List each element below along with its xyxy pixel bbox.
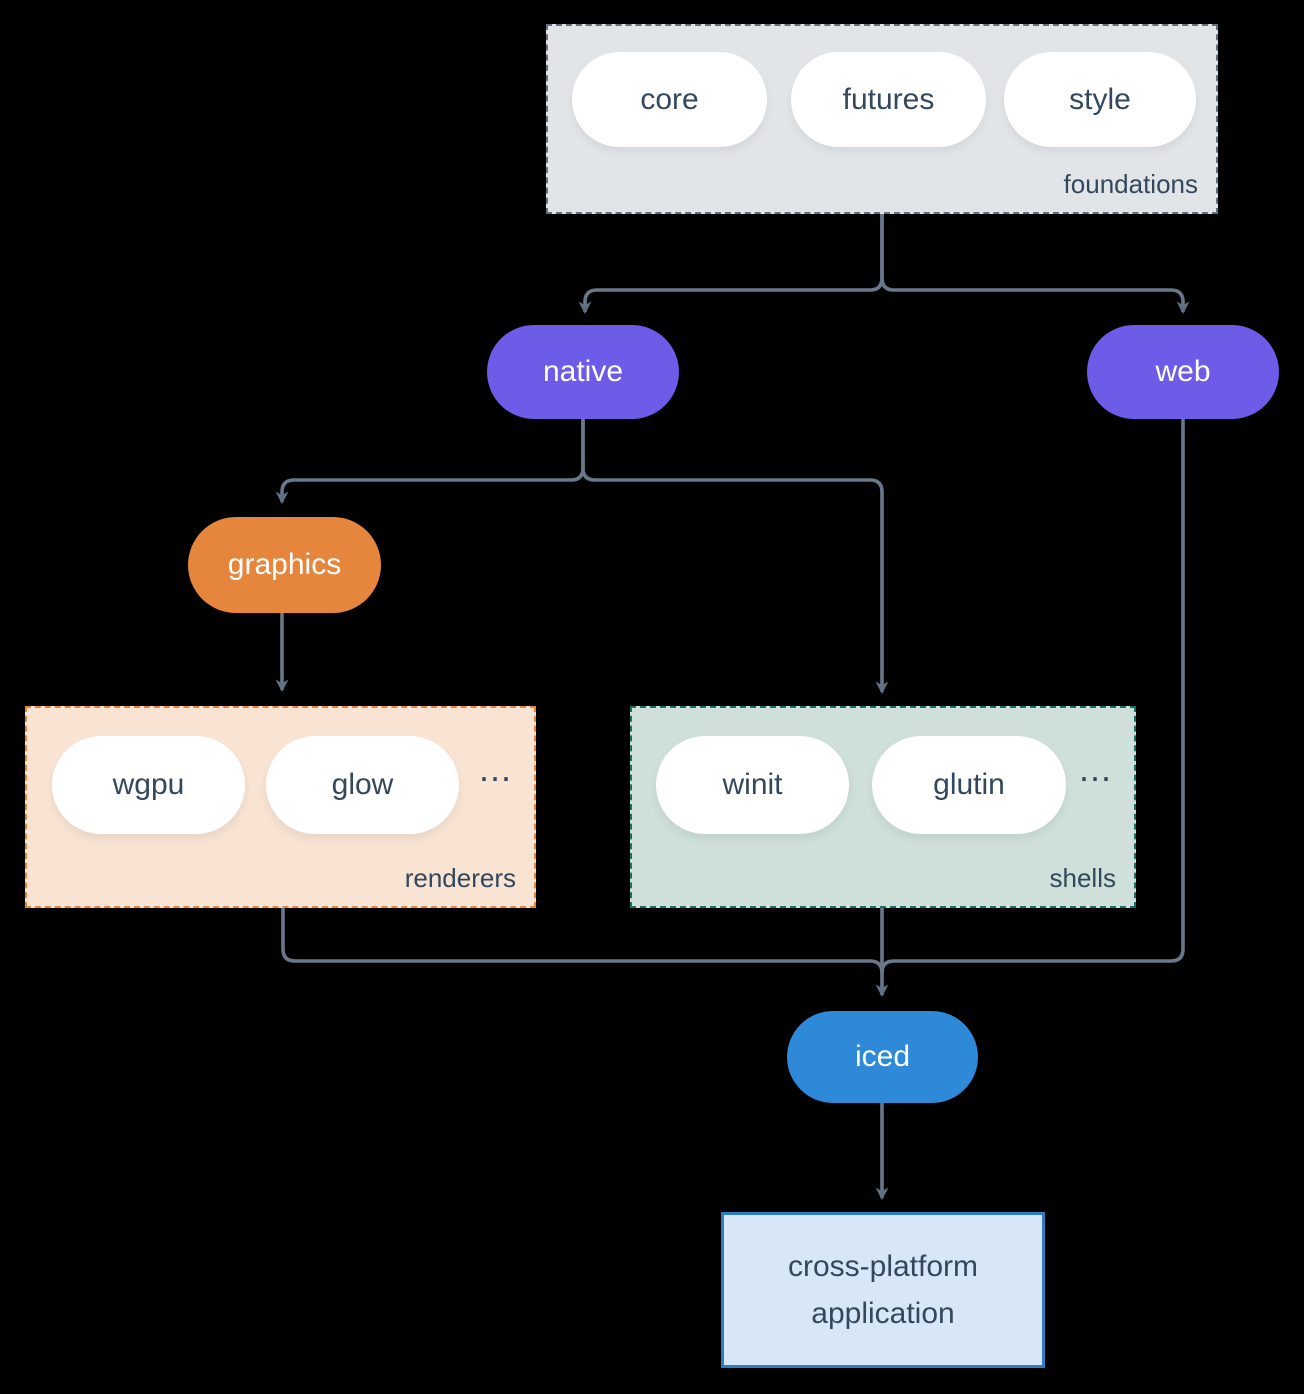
node-glow-label: glow: [331, 768, 394, 801]
node-futures: futures: [791, 52, 986, 147]
arrow-native-to-shells: [581, 419, 889, 694]
node-web: web: [1087, 325, 1279, 419]
node-winit-label: winit: [722, 768, 783, 801]
arrow-native-to-graphics: [275, 419, 585, 504]
node-iced-label: iced: [854, 1040, 911, 1073]
shells-group-label: shells: [1049, 863, 1116, 893]
node-core: core: [572, 52, 767, 147]
renderers-group-label: renderers: [404, 863, 516, 893]
renderers-group-box: wgpu glow ... renderers: [25, 706, 536, 908]
application-label-line2: application: [811, 1297, 955, 1330]
node-style-label: style: [1069, 82, 1131, 116]
node-glow: glow: [266, 736, 459, 834]
foundations-group-label: foundations: [1063, 169, 1198, 199]
line-renderers-to-merge: [281, 908, 884, 974]
foundations-group-box: core futures style foundations: [546, 24, 1218, 214]
application-label-line1: cross-platform: [787, 1250, 979, 1283]
node-glutin-label: glutin: [933, 768, 1005, 801]
arrow-foundations-to-native: [578, 214, 884, 314]
node-iced: iced: [787, 1011, 978, 1103]
node-graphics-label: graphics: [227, 548, 342, 581]
node-graphics: graphics: [188, 517, 381, 613]
node-futures-label: futures: [842, 82, 935, 116]
shells-ellipsis: ...: [1078, 748, 1112, 789]
node-glutin: glutin: [872, 736, 1066, 834]
node-style: style: [1004, 52, 1196, 147]
node-wgpu-label: wgpu: [112, 768, 185, 801]
renderers-ellipsis: ...: [478, 748, 512, 789]
shells-group-box: winit glutin ... shells: [630, 706, 1136, 908]
cross-platform-application-box: cross-platform application: [721, 1212, 1045, 1368]
arrow-foundations-to-web: [880, 214, 1190, 314]
node-native-label: native: [542, 355, 624, 388]
node-core-label: core: [640, 82, 699, 116]
node-native: native: [487, 325, 679, 419]
node-winit: winit: [656, 736, 849, 834]
node-web-label: web: [1155, 355, 1211, 388]
node-wgpu: wgpu: [52, 736, 245, 834]
